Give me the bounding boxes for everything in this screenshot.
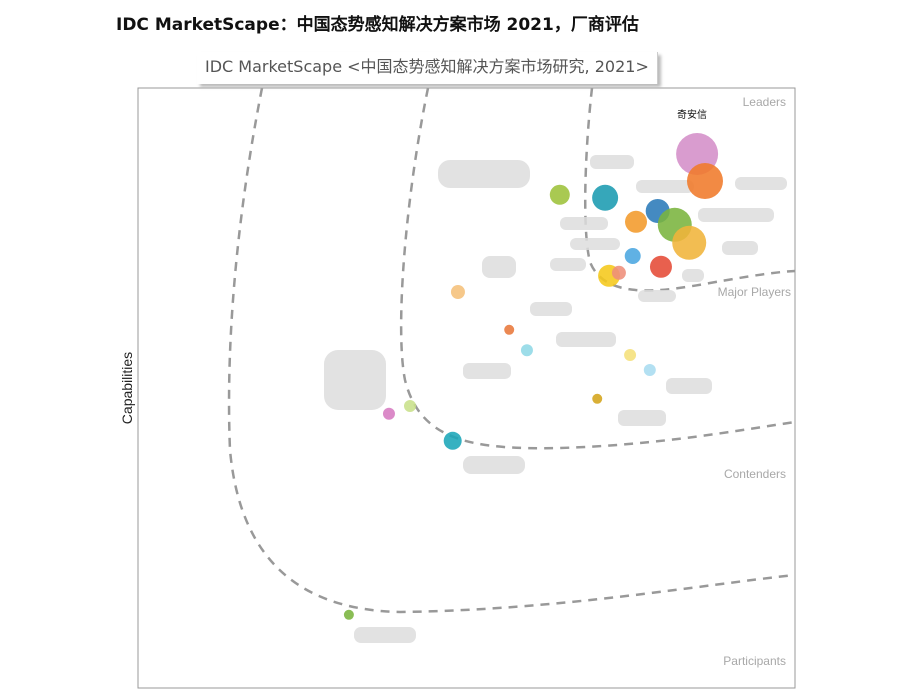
zone-label-contenders: Contenders bbox=[724, 467, 786, 481]
bubble-point-22 bbox=[343, 609, 354, 620]
y-axis-label: Capabilities bbox=[119, 352, 135, 424]
zone-label-participants: Participants bbox=[723, 654, 786, 668]
bubble-point-13 bbox=[450, 285, 465, 299]
bubble-point-2 bbox=[686, 163, 723, 199]
bubble-point-6 bbox=[625, 210, 648, 233]
bubble-point-15 bbox=[520, 344, 533, 357]
chart-subtitle: IDC MarketScape <中国态势感知解决方案市场研究, 2021> bbox=[197, 52, 658, 84]
point-label-qianxin: 奇安信 bbox=[677, 108, 707, 121]
zone-label-major-players: Major Players bbox=[718, 285, 791, 299]
bubble-point-17 bbox=[643, 364, 656, 376]
participants-boundary bbox=[227, 87, 796, 614]
bubble-point-9 bbox=[624, 248, 641, 264]
zone-boundaries bbox=[227, 87, 796, 614]
bubble-point-21 bbox=[443, 431, 462, 450]
bubble-point-10 bbox=[649, 255, 672, 278]
bubble-point-4 bbox=[549, 184, 570, 205]
bubble-point-20 bbox=[382, 407, 395, 420]
bubble-point-12 bbox=[611, 265, 626, 280]
major-players-boundary bbox=[583, 87, 796, 292]
zone-label-leaders: Leaders bbox=[743, 95, 786, 109]
bubble-series bbox=[343, 133, 723, 620]
bubble-point-3 bbox=[592, 184, 619, 211]
bubble-point-8 bbox=[672, 225, 707, 260]
bubble-point-19 bbox=[403, 400, 416, 412]
bubble-point-18 bbox=[592, 393, 603, 404]
bubble-point-16 bbox=[624, 349, 637, 361]
contenders-boundary bbox=[399, 87, 796, 450]
blurred-vendor-labels bbox=[324, 155, 787, 643]
chart-title: IDC MarketScape：中国态势感知解决方案市场 2021，厂商评估 bbox=[116, 15, 639, 35]
bubble-point-14 bbox=[504, 324, 515, 335]
